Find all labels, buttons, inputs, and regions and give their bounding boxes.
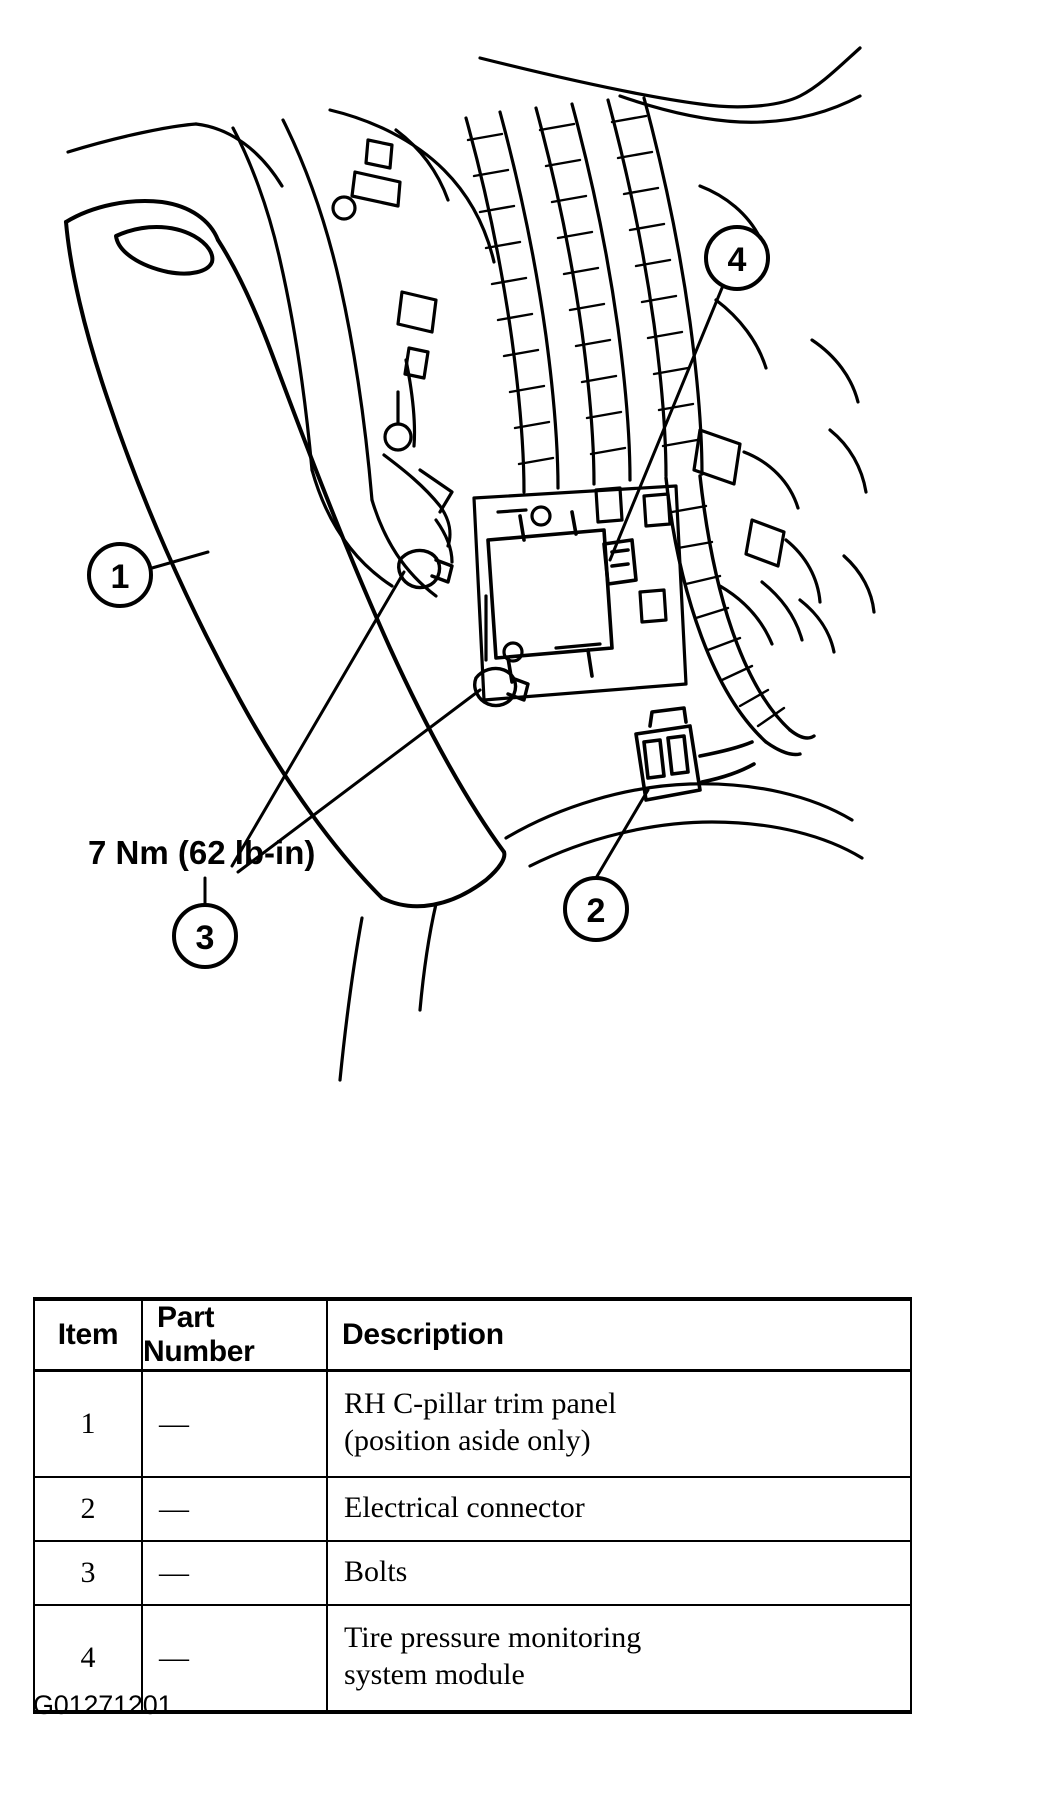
- torque-specification-label: 7 Nm (62 lb-in): [88, 834, 315, 871]
- module-mounting-plate: [472, 484, 688, 702]
- cell-item: 1: [33, 1369, 143, 1478]
- callout-4-label: 4: [728, 241, 747, 279]
- callout-4: 4: [704, 225, 770, 291]
- column-header-item: Item: [33, 1297, 143, 1372]
- lower-body-contours: [338, 782, 864, 1082]
- table-row: 1 — RH C-pillar trim panel (position asi…: [33, 1369, 912, 1478]
- cell-description: RH C-pillar trim panel (position aside o…: [326, 1369, 912, 1478]
- cell-part-number: —: [141, 1369, 328, 1478]
- table-row: 2 — Electrical connector: [33, 1476, 912, 1542]
- parts-table-container: Item Part Number Description 1 — RH C-pi…: [33, 1297, 912, 1714]
- callout-2-label: 2: [587, 892, 606, 930]
- parts-table: Item Part Number Description 1 — RH C-pi…: [33, 1297, 912, 1714]
- cell-part-number: —: [141, 1604, 328, 1714]
- electrical-connector: [634, 706, 756, 802]
- callout-1: 1: [87, 542, 153, 608]
- table-row: 4 — Tire pressure monitoring system modu…: [33, 1604, 912, 1714]
- description-line-1: RH C-pillar trim panel: [344, 1387, 617, 1421]
- right-panel-detail: [692, 184, 876, 654]
- callout-3: 3: [172, 903, 238, 969]
- callout-markers: 1 2 3 4: [87, 225, 770, 969]
- diagram-svg: 1 2 3 4 7 Nm (62 lb-in): [0, 0, 1044, 1100]
- description-line-1: Tire pressure monitoring: [344, 1621, 642, 1655]
- description-line-2: system module: [344, 1658, 525, 1691]
- bolt-lower: [473, 666, 530, 708]
- table-header-row: Item Part Number Description: [33, 1297, 912, 1372]
- callout-1-circle: [87, 542, 153, 608]
- technical-illustration: 1 2 3 4 7 Nm (62 lb-in): [0, 0, 1044, 1100]
- figure-id-label: G01271201: [33, 1690, 173, 1720]
- cell-item: 2: [33, 1476, 143, 1542]
- callout-3-circle: [172, 903, 238, 969]
- column-header-description: Description: [326, 1297, 912, 1372]
- cell-item: 4: [33, 1604, 143, 1714]
- diagram-background: [0, 0, 1044, 1100]
- callout-1-label: 1: [111, 558, 130, 596]
- callout-2: 2: [563, 876, 629, 942]
- cell-description: Bolts: [326, 1540, 912, 1606]
- harness-rib-detail: [466, 114, 699, 466]
- callout-2-circle: [563, 876, 629, 942]
- table-row: 3 — Bolts: [33, 1540, 912, 1606]
- cell-part-number: —: [141, 1540, 328, 1606]
- description-line-2: (position aside only): [344, 1424, 591, 1457]
- callout-3-label: 3: [196, 919, 215, 957]
- bolt-upper: [397, 548, 454, 590]
- callout-4-circle: [704, 225, 770, 291]
- harness-loop: [664, 474, 816, 757]
- cell-item: 3: [33, 1540, 143, 1606]
- column-header-part-number: Part Number: [141, 1297, 328, 1372]
- cell-description: Tire pressure monitoring system module: [326, 1604, 912, 1714]
- c-pillar-trim-panel: [64, 198, 507, 909]
- callout-leader-lines: [150, 286, 724, 907]
- cell-part-number: —: [141, 1476, 328, 1542]
- body-structure-outlines: [66, 46, 862, 598]
- cell-description: Electrical connector: [326, 1476, 912, 1542]
